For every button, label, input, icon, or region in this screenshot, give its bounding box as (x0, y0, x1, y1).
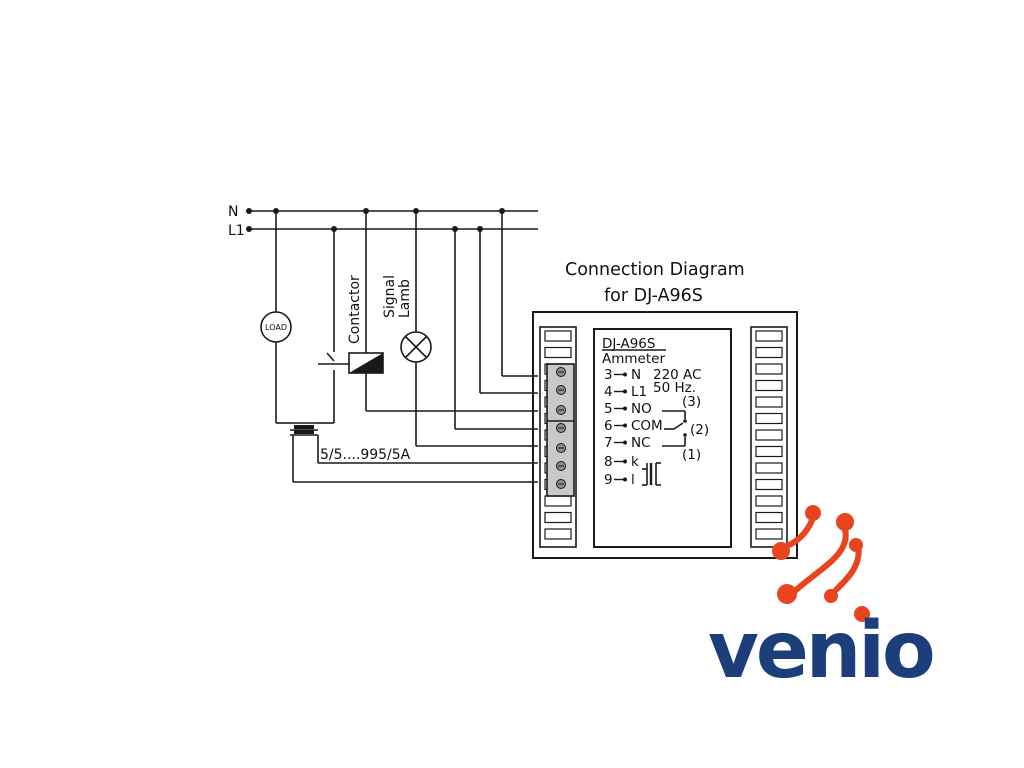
device-model: DJ-A96S (602, 336, 655, 352)
rail-slot (755, 495, 783, 507)
terminal-number: 9 (604, 472, 613, 488)
rail-slot (755, 511, 783, 524)
no-contact-mark: (3) (682, 394, 701, 410)
terminal-number: 5 (604, 401, 613, 417)
terminal-number: 3 (604, 367, 613, 383)
diagram-title-line1: Connection Diagram (565, 260, 745, 280)
rail-slot (755, 445, 783, 458)
supply-frequency: 50 Hz. (653, 380, 696, 396)
rail-slot (755, 363, 783, 375)
rail-slot (755, 346, 783, 359)
current-transformer: 5/5....995/5A (290, 422, 538, 483)
venio-logo: venio (708, 505, 936, 696)
rail-slot (755, 528, 783, 540)
signal-label: Signal (382, 275, 398, 318)
terminal-name: NO (631, 401, 652, 417)
rail-slot (544, 495, 572, 507)
terminal-name: N (631, 367, 641, 383)
terminal-row: 4 L1 (604, 384, 647, 400)
relay-contact-symbol: (3) (2) (1) (662, 394, 709, 463)
neutral-label: N (228, 204, 238, 220)
logo-wordmark: venio (708, 606, 933, 696)
signal-lamp-branch: Signal Lamb (382, 211, 538, 447)
terminal-row: 5 NO (604, 401, 652, 417)
supply-buses: N L1 (228, 204, 538, 239)
diagram-title-line2: for DJ-A96S (604, 286, 703, 306)
device-type: Ammeter (602, 351, 665, 367)
rail-slot (755, 330, 783, 342)
device-feeds (454, 211, 538, 430)
rail-slot (755, 396, 783, 408)
contactor-branch: Contactor (318, 211, 538, 423)
logo-mark-icon (772, 505, 870, 622)
contactor-switch-icon (326, 352, 335, 362)
rail-slot (755, 462, 783, 474)
rail-slot (544, 346, 572, 359)
right-terminal-rail (750, 326, 788, 548)
terminal-name: L1 (631, 384, 647, 400)
left-terminal-rail (539, 326, 577, 548)
terminal-name: l (631, 472, 635, 488)
terminal-number: 6 (604, 418, 613, 434)
rail-slot (755, 478, 783, 491)
nc-contact-mark: (1) (682, 447, 701, 463)
terminal-row: 7 NC (604, 435, 651, 451)
terminal-name: k (631, 454, 639, 470)
terminal-number: 7 (604, 435, 613, 451)
contactor-label: Contactor (347, 275, 363, 344)
supply-voltage: 220 AC (653, 367, 701, 383)
terminal-row: 6 COM (604, 418, 663, 434)
rail-slot (755, 429, 783, 441)
rail-slot (755, 379, 783, 392)
com-contact-mark: (2) (690, 422, 709, 438)
lamp-icon (400, 331, 432, 363)
rail-slot (544, 511, 572, 524)
terminal-name: COM (631, 418, 663, 434)
load-label: LOAD (265, 323, 287, 332)
lamb-label: Lamb (397, 279, 413, 318)
rail-slot (544, 528, 572, 540)
terminal-number: 4 (604, 384, 613, 400)
ct-input-symbol (642, 462, 661, 486)
terminal-name: NC (631, 435, 651, 451)
terminal-number: 8 (604, 454, 613, 470)
ct-ratio-label: 5/5....995/5A (320, 447, 411, 463)
line-label: L1 (228, 223, 245, 239)
device-label-panel (593, 328, 732, 548)
rail-slot (544, 330, 572, 342)
load-branch: LOAD (260, 211, 292, 424)
rail-slot (755, 412, 783, 425)
